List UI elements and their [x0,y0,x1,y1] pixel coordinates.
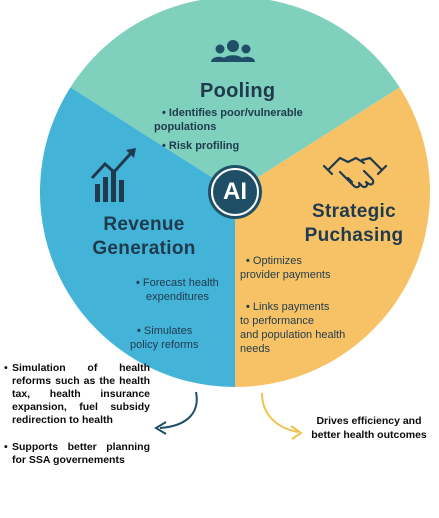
left-curved-arrow [159,391,198,429]
right-arrow-head [290,425,303,440]
ai-center-circle [208,165,262,219]
strategic-bullet-2-cont2: and population health [240,329,346,341]
growth-chart-icon [90,148,136,202]
left-notes-list: Simulation of health reforms such as the… [4,362,150,481]
pooling-sector [70,0,400,192]
handshake-icon [322,156,388,189]
left-arrow-head [154,421,167,435]
strategic-sector [235,87,431,388]
strategic-bullet-1: • Optimizes [246,255,302,267]
revenue-bullet-1-cont: expenditures [146,291,209,303]
revenue-bullet-2: • Simulates [137,325,193,337]
strategic-bullet-2: • Links payments [246,301,330,313]
pooling-title: Pooling [200,80,276,102]
strategic-title-line2: Puchasing [304,225,404,246]
pooling-bullet-2: • Risk profiling [162,140,240,152]
left-note-planning: Supports better planning for SSA governe… [4,441,150,467]
revenue-title-line1: Revenue [103,214,185,235]
strategic-bullet-1-cont: provider payments [240,269,331,281]
strategic-title-line1: Strategic [311,201,396,222]
right-curved-arrow [261,392,299,433]
revenue-bullet-1: • Forecast health [136,277,219,289]
left-note-simulation: Simulation of health reforms such as the… [4,362,150,427]
strategic-bullet-2-cont: to performance [240,315,314,327]
pooling-bullet-1: • Identifies poor/vulnerable [162,107,303,119]
ai-center-label: AI [223,178,247,205]
ai-center-ring [211,168,259,216]
pooling-bullet-1-cont: populations [154,121,217,133]
right-note-efficiency: Drives efficiency and better health outc… [311,415,427,441]
people-group-icon [211,40,255,62]
revenue-bullet-2-cont: policy reforms [130,339,199,351]
strategic-bullet-2-cont3: needs [240,343,270,355]
revenue-title-line2: Generation [92,238,196,259]
revenue-sector [39,87,235,388]
